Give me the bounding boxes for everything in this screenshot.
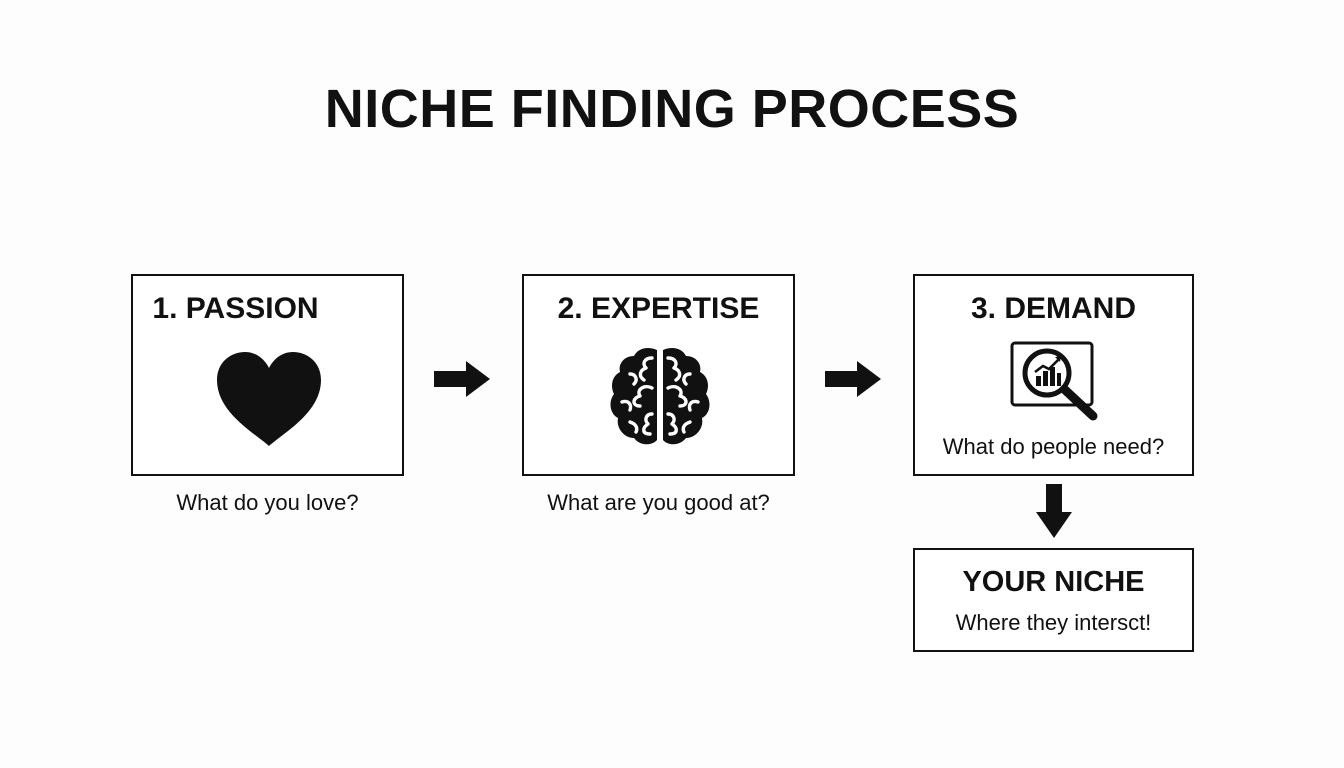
your-niche-caption: Where they intersct! (955, 610, 1152, 635)
heart-icon (217, 352, 321, 446)
step-expertise-box: 2. EXPERTISE (522, 274, 795, 476)
magnifier-chart-icon (1010, 341, 1098, 421)
arrow-right-icon (434, 361, 490, 397)
step-passion-label: 1. PASSION (152, 292, 319, 325)
your-niche-box: YOUR NICHE Where they intersct! (913, 548, 1194, 652)
step-demand-caption: What do people need? (942, 434, 1165, 459)
step-expertise-caption: What are you good at? (547, 490, 770, 515)
step-demand-label: 3. DEMAND (970, 292, 1136, 325)
brain-icon (610, 348, 710, 445)
page-title: NICHE FINDING PROCESS (324, 79, 1020, 139)
step-passion-caption: What do you love? (176, 490, 359, 515)
arrow-right-icon (825, 361, 881, 397)
step-demand-box: 3. DEMAND What do people need? (913, 274, 1194, 476)
step-expertise-label: 2. EXPERTISE (557, 292, 760, 325)
your-niche-label: YOUR NICHE (962, 566, 1145, 598)
step-passion-box: 1. PASSION (131, 274, 404, 476)
arrow-down-icon (1036, 484, 1072, 538)
